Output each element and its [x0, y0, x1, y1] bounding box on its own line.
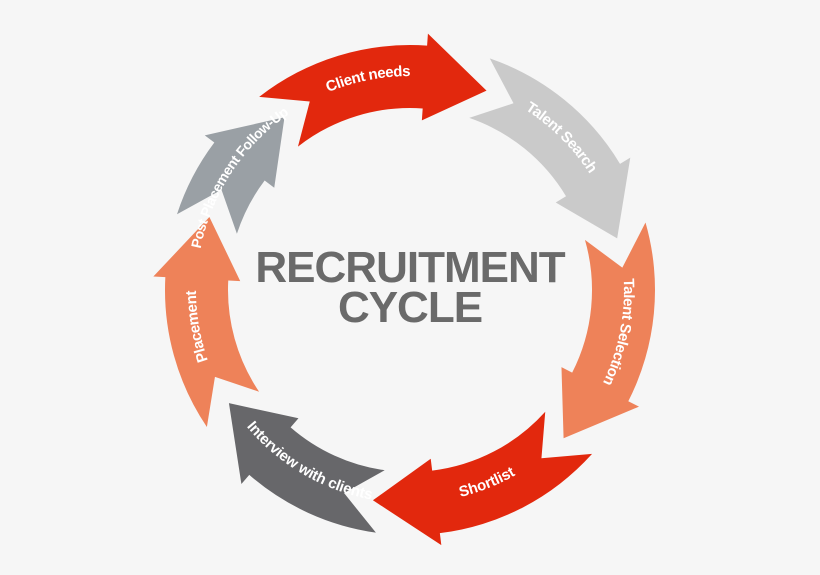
center-title-line-2: CYCLE	[338, 283, 482, 332]
segment-client-needs	[259, 33, 487, 147]
segment-placement	[153, 216, 260, 428]
segment-interview-with-clients	[228, 403, 385, 533]
segment-post-placement-follow-up	[176, 117, 285, 234]
center-title-line-1: RECRUITMENT	[255, 243, 565, 292]
cycle-segments	[153, 33, 655, 546]
segment-talent-search	[469, 58, 631, 239]
segment-talent-selection	[561, 222, 655, 439]
segment-shortlist	[372, 411, 593, 546]
